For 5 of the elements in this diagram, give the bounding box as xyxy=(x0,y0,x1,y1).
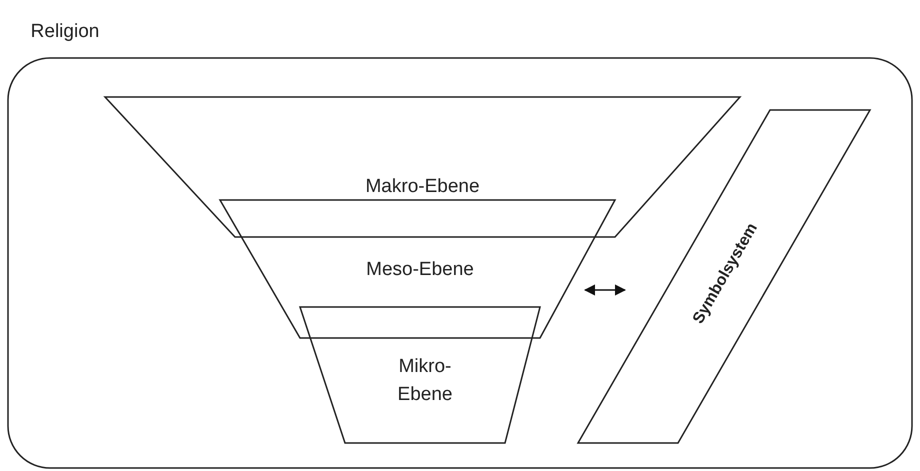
frame-heading: Religion xyxy=(30,20,100,44)
level-label: Meso-Ebene xyxy=(365,258,475,282)
double-arrow xyxy=(584,284,626,296)
level-label: Makro-Ebene xyxy=(364,175,481,199)
level-label: Mikro-Ebene xyxy=(396,355,454,407)
